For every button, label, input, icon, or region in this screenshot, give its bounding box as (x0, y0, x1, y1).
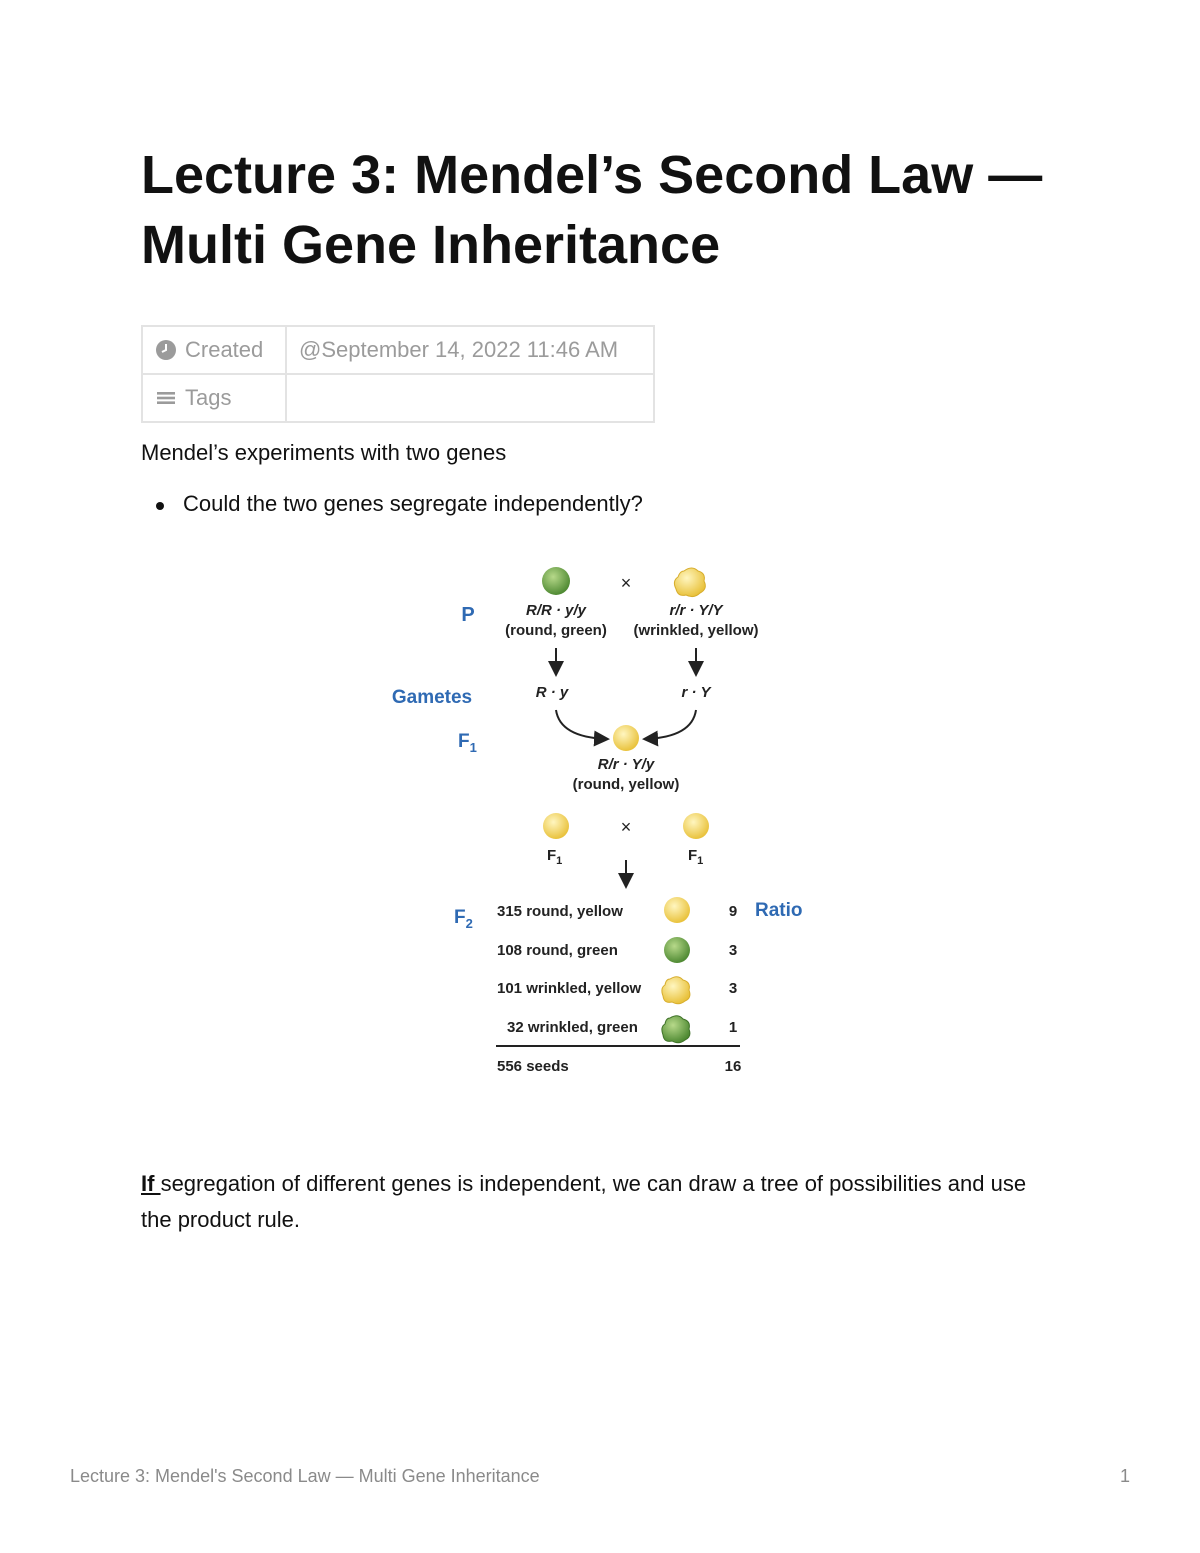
intro-text: Mendel’s experiments with two genes (141, 440, 507, 465)
arrow-curve-left (555, 709, 610, 747)
product-rule-paragraph: If segregation of different genes is ind… (141, 1166, 1061, 1238)
tags-label: Tags (185, 385, 232, 410)
arrow-curve-right (642, 709, 697, 747)
f1-phenotype: (round, yellow) (573, 776, 680, 793)
ratio-label: Ratio (755, 900, 803, 921)
bullet-dot (156, 502, 164, 510)
total-ratio: 16 (725, 1058, 742, 1075)
gamete-right: r · Y (682, 684, 713, 701)
f2-row-ratio: 3 (729, 942, 737, 959)
f2-row-ratio: 3 (729, 980, 737, 997)
p-label: P (461, 604, 474, 626)
properties-table: Created @September 14, 2022 11:46 AM Tag… (141, 325, 655, 423)
f2-row-label: 315 round, yellow (497, 903, 623, 920)
f2-row-ratio: 9 (729, 903, 737, 920)
property-key-tags: Tags (141, 373, 287, 423)
paragraph-lead: If (141, 1171, 161, 1196)
tags-value[interactable] (285, 373, 655, 423)
f1-genotype: R/r · Y/y (598, 756, 655, 773)
pea-round-green (664, 937, 690, 963)
f2-label: F2 (454, 907, 473, 931)
gamete-left: R · y (536, 684, 569, 701)
pea-wrinkled-yellow (673, 567, 706, 598)
dihybrid-cross-figure: × P R/R · y/y (round, green) r/r · Y/Y (… (392, 567, 803, 1075)
pea-round-green (542, 567, 570, 595)
f1-cross-right-label: F1 (688, 847, 703, 867)
f2-row-label: 101 wrinkled, yellow (497, 980, 642, 997)
f2-row-ratio: 1 (729, 1019, 737, 1036)
pea-f1-cross-right (683, 813, 709, 839)
footer-page-number: 1 (1119, 1466, 1130, 1486)
parent-right-phenotype: (wrinkled, yellow) (633, 622, 758, 639)
bullet-text: Could the two genes segregate independen… (183, 491, 643, 516)
page-title: Lecture 3: Mendel’s Second Law — Multi G… (141, 145, 1043, 275)
parent-left-phenotype: (round, green) (505, 622, 607, 639)
created-label: Created (185, 337, 264, 362)
property-key-created: Created (141, 325, 287, 375)
footer-title: Lecture 3: Mendel's Second Law — Multi G… (70, 1466, 540, 1486)
pea-wrinkled-green (661, 1015, 691, 1044)
pea-wrinkled-yellow (661, 976, 691, 1005)
list-icon (157, 392, 175, 404)
gametes-label: Gametes (392, 687, 472, 708)
clock-icon (156, 340, 176, 360)
pea-f1-cross-left (543, 813, 569, 839)
property-row-tags: Tags (141, 373, 655, 423)
created-value[interactable]: @September 14, 2022 11:46 AM (285, 325, 655, 375)
f1-cross-left-label: F1 (547, 847, 562, 867)
total-label: 556 seeds (497, 1058, 569, 1075)
f1-cross-symbol: × (621, 817, 632, 837)
property-row-created: Created @September 14, 2022 11:46 AM (141, 325, 655, 375)
f2-row-label: 32 wrinkled, green (507, 1019, 638, 1036)
parent-right-genotype: r/r · Y/Y (669, 602, 724, 619)
cross-symbol: × (621, 573, 632, 593)
pea-round-yellow (664, 897, 690, 923)
pea-f1-round-yellow (613, 725, 639, 751)
parent-left-genotype: R/R · y/y (526, 602, 587, 619)
f2-row-label: 108 round, green (497, 942, 618, 959)
paragraph-rest: segregation of different genes is indepe… (141, 1171, 1027, 1232)
f1-label: F1 (458, 731, 477, 755)
